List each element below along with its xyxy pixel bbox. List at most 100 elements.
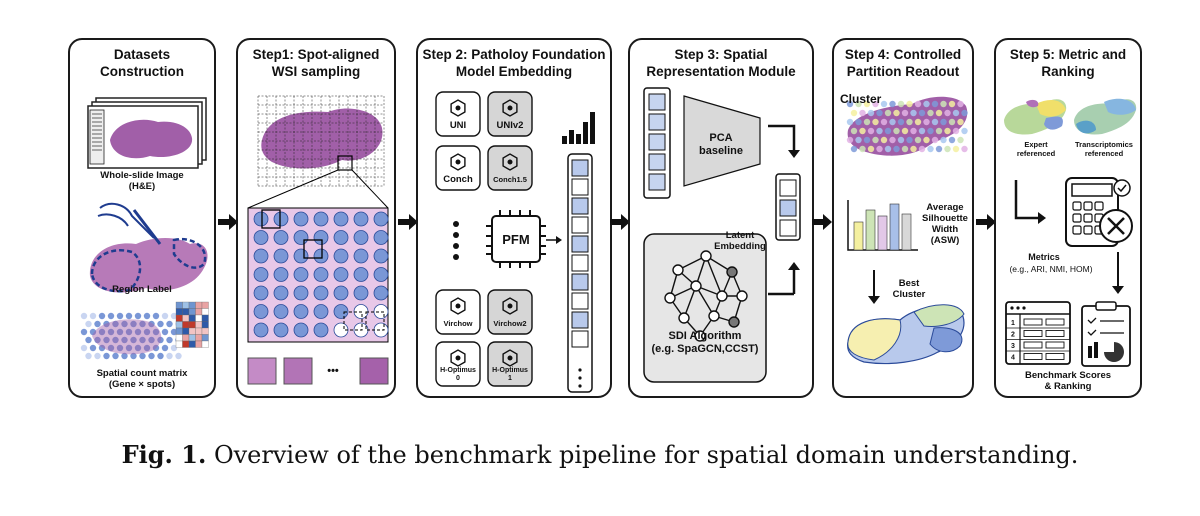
cluster-spot <box>906 100 913 108</box>
cluster-spot <box>901 109 909 117</box>
spot <box>116 328 124 336</box>
spot <box>253 248 269 264</box>
spot <box>80 328 88 336</box>
cluster-spot <box>880 100 888 108</box>
vector-cell <box>571 216 589 234</box>
spot-map-illustration <box>80 312 182 360</box>
spot <box>373 267 389 282</box>
heat-cell <box>195 340 203 348</box>
cluster-spot <box>893 109 900 117</box>
spot <box>170 328 178 336</box>
spot <box>139 352 146 360</box>
spot <box>253 304 269 319</box>
spot <box>333 285 349 301</box>
count-matrix-heatmap <box>175 301 209 348</box>
asw-bar <box>889 203 900 251</box>
model-icon <box>450 99 466 117</box>
cluster-spot <box>901 145 909 153</box>
model-icon <box>502 349 518 367</box>
spot <box>273 230 289 245</box>
cluster-spot <box>859 145 866 153</box>
spot <box>293 211 309 227</box>
model-tile <box>435 341 481 387</box>
cluster-spot <box>889 136 896 144</box>
model-icon <box>502 153 518 171</box>
cluster-spot <box>872 136 879 144</box>
model-tile <box>487 289 533 335</box>
metrics-title: Metrics <box>1028 252 1060 262</box>
vector-cell <box>571 292 589 310</box>
heat-cell <box>188 340 196 348</box>
graph-node <box>678 312 690 324</box>
arrow-right-icon <box>812 214 832 230</box>
spot <box>373 322 389 338</box>
asw-label: Average Silhouette Width (ASW) <box>922 202 968 246</box>
spot <box>112 336 119 344</box>
heat-cell <box>182 321 190 329</box>
bar-signal-icon <box>562 112 595 144</box>
spot <box>353 248 369 264</box>
spot <box>313 285 329 301</box>
model-label: UNI <box>449 120 467 131</box>
cluster-spot <box>923 100 930 108</box>
spot <box>273 211 289 227</box>
arrow-right-icon <box>610 214 630 230</box>
cluster-spot <box>931 136 939 144</box>
partition-illustration <box>846 96 968 365</box>
expert-label: Expert referenced <box>1016 140 1056 158</box>
metrics-examples: (e.g., ARI, NMI, HOM) <box>1009 264 1093 274</box>
cluster-spot <box>910 145 917 153</box>
cluster-spot <box>850 145 858 153</box>
cluster-spot <box>931 118 939 126</box>
wsi-label: Whole-slide Image (H&E) <box>100 170 184 192</box>
spot <box>293 248 309 264</box>
panel-title: Step 3: Spatial Representation Module <box>646 47 796 79</box>
model-label: H-Optimus 1 <box>492 367 528 382</box>
cluster-spot <box>910 109 917 117</box>
spot <box>273 304 289 319</box>
spot <box>293 322 309 338</box>
spot <box>273 285 289 301</box>
graph-node <box>690 280 702 292</box>
spot <box>353 230 369 245</box>
spot <box>313 248 329 264</box>
spot <box>89 312 97 320</box>
cluster-spot <box>906 118 913 126</box>
cluster-spot <box>961 127 968 135</box>
panel-step2: Step 2: Patholoy Foundation Model Embedd… <box>416 38 612 398</box>
panel-step4: Step 4: Controlled Partition Readout Clu… <box>832 38 974 398</box>
heat-cell <box>175 327 183 335</box>
benchmark-label: Benchmark Scores & Ranking <box>1024 370 1112 392</box>
vector-cell <box>571 330 589 348</box>
heat-cell <box>175 340 183 348</box>
spot <box>373 230 389 245</box>
cluster-spot <box>952 145 960 153</box>
cluster-spot <box>901 127 909 135</box>
heat-cell <box>188 321 196 329</box>
spot <box>148 352 155 360</box>
spot <box>166 320 173 328</box>
spot <box>373 248 389 264</box>
spot <box>170 344 178 352</box>
panel-step1: Step1: Spot-aligned WSI sampling ••• <box>236 38 396 398</box>
cluster-spot <box>855 118 862 126</box>
spot <box>152 344 160 352</box>
cluster-spot <box>910 127 917 135</box>
heat-cell <box>182 327 190 335</box>
cluster-spot <box>897 100 905 108</box>
spot <box>134 312 142 320</box>
figure-number: Fig. 1. <box>121 440 207 469</box>
spot <box>130 320 137 328</box>
cluster-spot <box>863 100 871 108</box>
spot <box>253 211 269 227</box>
cluster-spot <box>867 109 875 117</box>
heat-cell <box>201 327 209 335</box>
spot <box>253 267 269 282</box>
graph-node <box>708 310 720 322</box>
cluster-spot <box>935 145 943 153</box>
cluster-spot <box>859 109 866 117</box>
model-label: Virchow2 <box>493 319 527 328</box>
spot <box>166 336 173 344</box>
spot <box>373 211 389 227</box>
